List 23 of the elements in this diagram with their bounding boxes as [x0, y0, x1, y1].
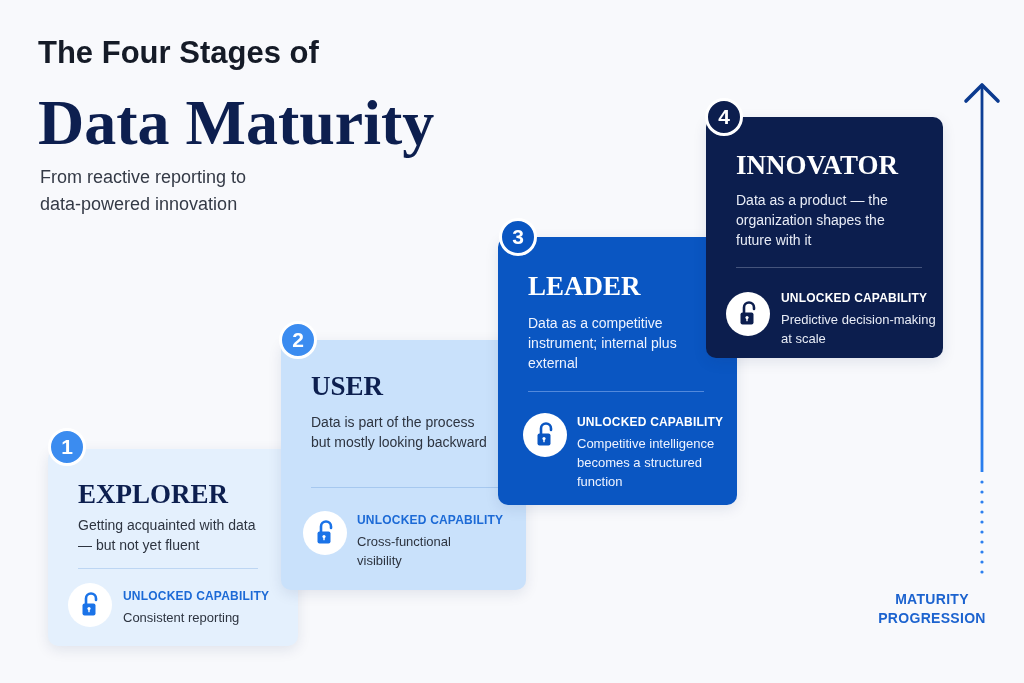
- stage-name: EXPLORER: [78, 479, 229, 509]
- axis-label: MATURITY PROGRESSION: [877, 590, 987, 628]
- step-number: 1: [48, 428, 86, 466]
- capability-text: Consistent reporting: [123, 609, 241, 627]
- capability-label: UNLOCKED CAPABILITY: [357, 512, 504, 528]
- title: The Four Stages of Data Maturity: [38, 34, 436, 158]
- stage-description: Data is part of the process but mostly looking backward: [311, 413, 488, 452]
- stage-name: USER: [311, 371, 384, 401]
- stage-name: INNOVATOR: [736, 150, 899, 180]
- stage-description: Data as a competitive instrument; internal plus external: [528, 314, 678, 373]
- capability-label: UNLOCKED CAPABILITY: [123, 588, 270, 604]
- capability-label: UNLOCKED CAPABILITY: [781, 290, 928, 306]
- stage-description: Data as a product — the organization shapes the future with it: [736, 191, 889, 250]
- step-number: 4: [705, 98, 743, 136]
- capability-text: Cross-functional visibility: [357, 533, 452, 570]
- subtitle: From reactive reporting to data-powered innovation: [40, 166, 248, 216]
- step-number: 3: [499, 218, 537, 256]
- stage-name: LEADER: [528, 271, 641, 301]
- stage-description: Getting acquainted with data — but not yet fluent: [78, 516, 257, 555]
- capability-text: Competitive intelligence becomes a structured function: [577, 435, 716, 491]
- capability-text: Predictive decision-making at scale: [781, 311, 937, 348]
- capability-label: UNLOCKED CAPABILITY: [577, 414, 724, 430]
- step-number: 2: [279, 321, 317, 359]
